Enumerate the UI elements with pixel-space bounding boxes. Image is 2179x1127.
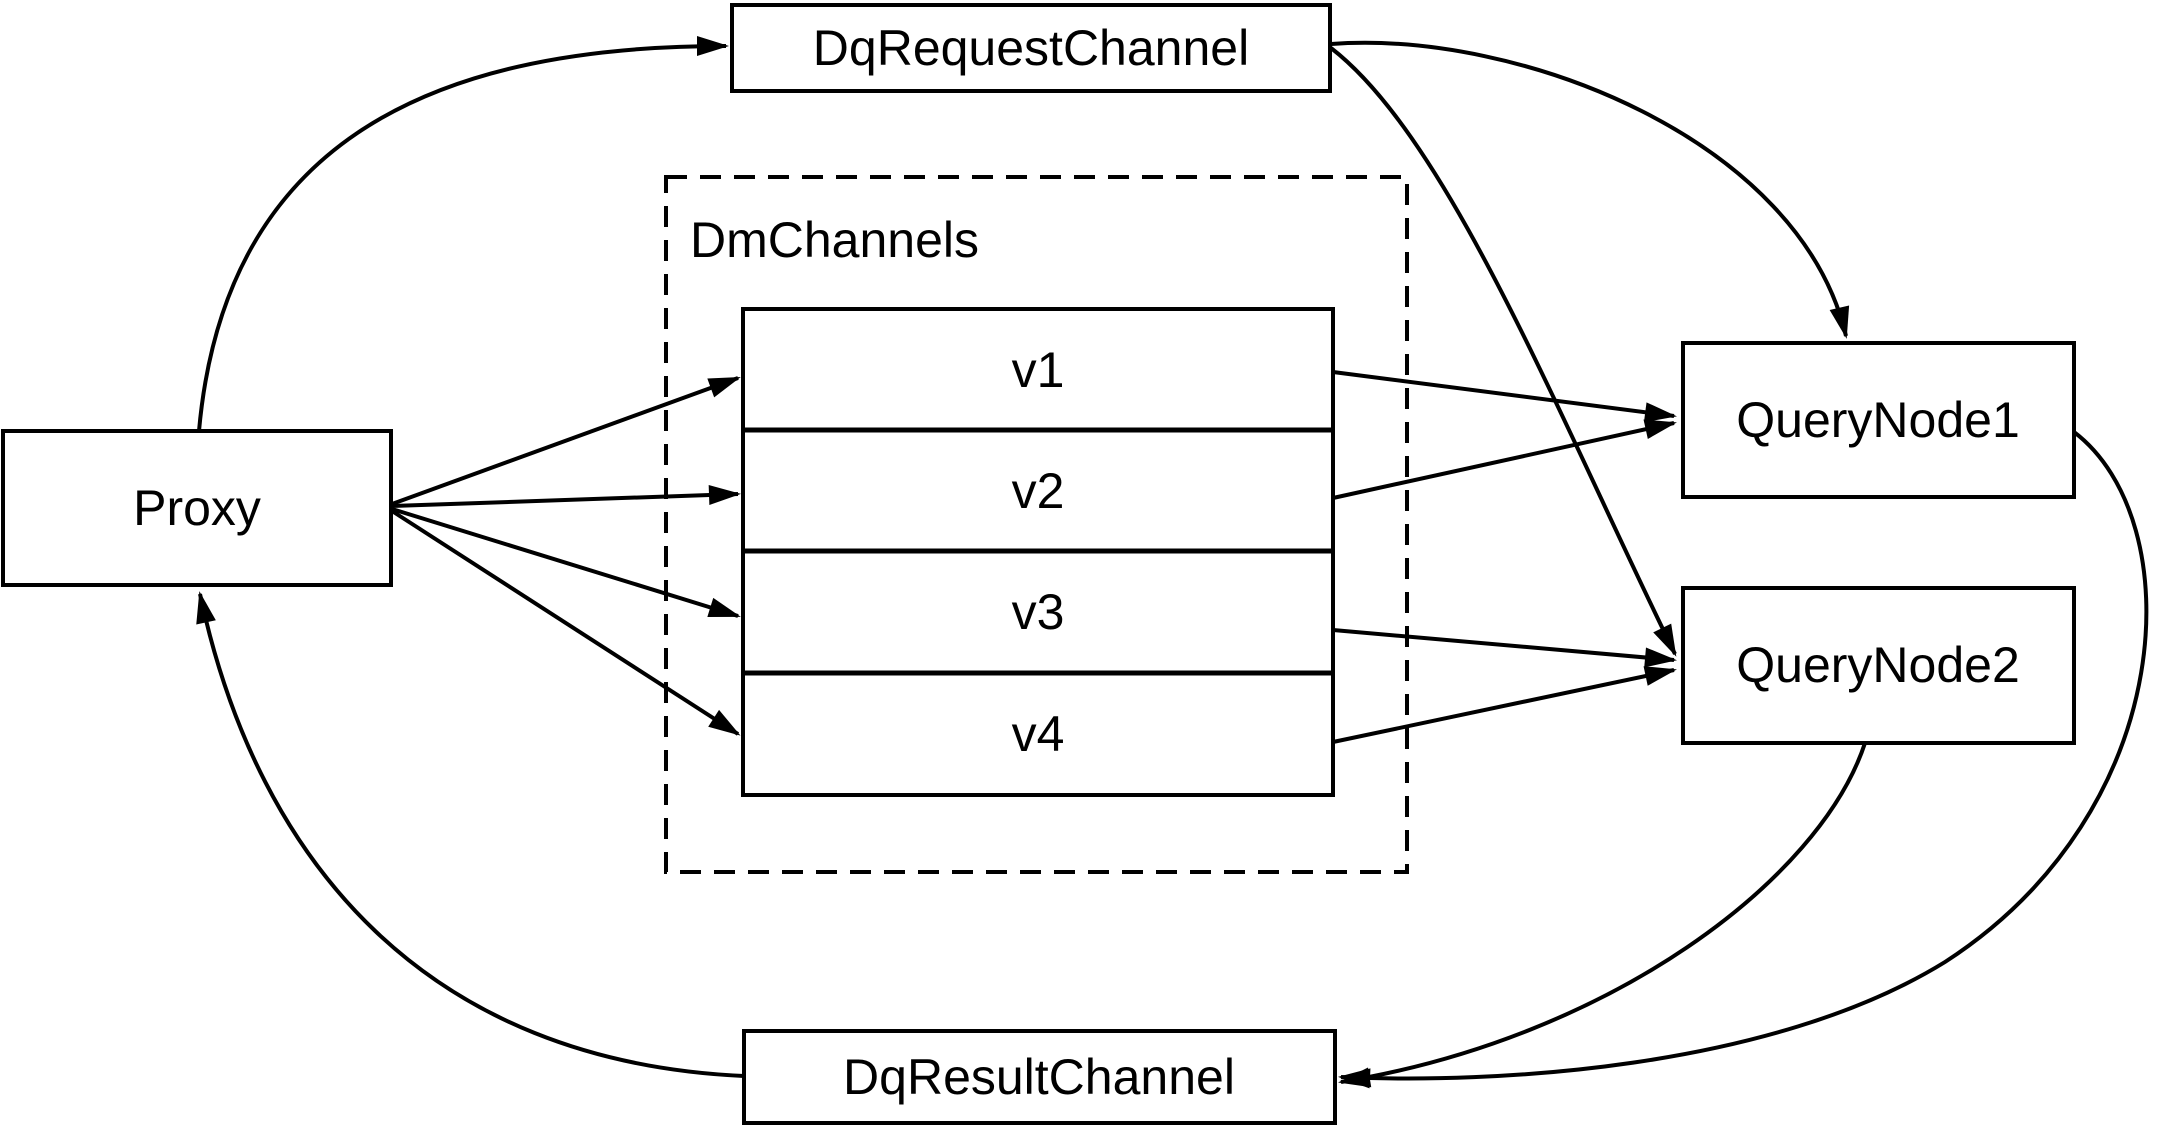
edge-querynode1-to-dqresultchannel [1338,430,2149,1089]
dq-request-channel-box [730,3,1332,93]
edge-proxy-to-v1 [391,376,741,506]
dq-request-channel-label: DqRequestChannel [813,20,1249,76]
dq-result-channel-box [742,1029,1337,1125]
channel-row-v4: v4 [1012,706,1065,762]
proxy-box [1,429,393,587]
channel-row-v1: v1 [1012,342,1065,398]
edge-proxy-to-v2 [391,485,741,508]
query-node-1-label: QueryNode1 [1736,392,2020,448]
query-node-2: QueryNode2 [1681,586,2076,745]
proxy-node: Proxy [1,429,393,587]
query-node-2-label: QueryNode2 [1736,637,2020,693]
channel-row-v2: v2 [1012,463,1065,519]
edge-v4-to-querynode2 [1332,666,1677,744]
edge-proxy-to-v3 [391,507,741,618]
dm-channels-dashed-border [664,175,1409,874]
query-node-1: QueryNode1 [1681,341,2076,499]
edge-dqrequestchannel-to-querynode1 [1330,40,1850,339]
query-node-1-box [1681,341,2076,499]
edge-proxy-to-dqrequestchannel [197,36,729,432]
edge-querynode2-to-dqresultchannel [1338,742,1867,1088]
dq-request-channel-node: DqRequestChannel [730,3,1332,93]
edge-dqrequestchannel-to-querynode2 [1329,46,1677,657]
dq-result-channel-node: DqResultChannel [742,1029,1337,1125]
edge-v3-to-querynode2 [1332,628,1677,668]
edge-proxy-to-v4 [390,509,741,736]
query-node-2-box [1681,586,2076,745]
edges [196,36,2149,1089]
dq-result-channel-label: DqResultChannel [843,1049,1235,1105]
dm-channels-container: DmChannels v1 v2 v3 v4 [664,175,1409,874]
edge-dqresultchannel-to-proxy [196,591,745,1078]
proxy-label: Proxy [133,480,261,536]
edge-v1-to-querynode1 [1332,370,1677,423]
edge-v2-to-querynode1 [1332,419,1677,500]
channel-row-v3: v3 [1012,584,1065,640]
dm-channels-title: DmChannels [690,212,979,268]
channel-table: v1 v2 v3 v4 [741,307,1335,797]
